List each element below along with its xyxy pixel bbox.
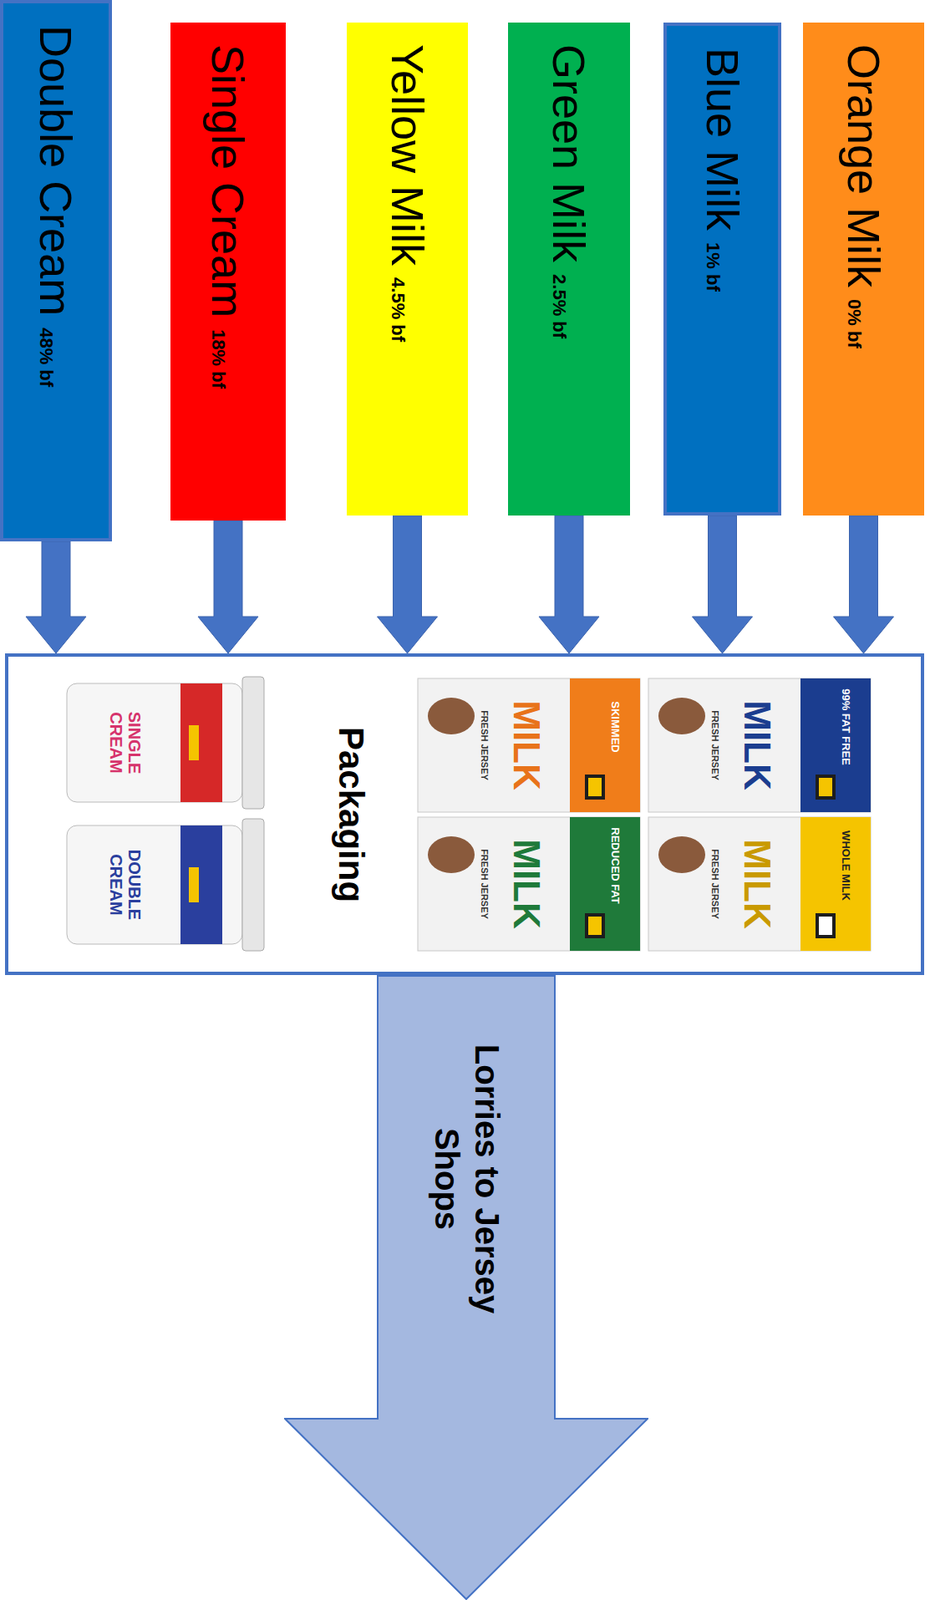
product-name: Double Cream — [30, 25, 82, 316]
delivery-label: Lorries to Jersey Shops — [426, 1036, 508, 1322]
flow-arrow — [377, 515, 438, 654]
pot-label: SINGLE CREAM — [106, 692, 144, 793]
milk-bar: Orange Milk 0% bf — [802, 22, 925, 516]
flow-arrow — [833, 515, 895, 654]
cream-pot — [66, 676, 265, 809]
carton-brand-text: MILK — [506, 838, 547, 930]
bar-text-group: Orange Milk 0% bf — [838, 44, 890, 349]
fat-content: 1% bf — [701, 242, 724, 292]
fat-content: 2.5% bf — [548, 274, 570, 339]
pot-label: DOUBLE CREAM — [106, 834, 144, 936]
bar-text-group: Single Cream 18% bf — [202, 44, 255, 389]
flow-arrow — [25, 541, 87, 654]
arrow-shape — [284, 975, 649, 1600]
bar-text-group: Blue Milk 1% bf — [696, 47, 749, 292]
arrow-outline — [284, 975, 648, 1600]
cream-bar: Double Cream 48% bf — [0, 0, 112, 542]
carton-band-text: REDUCED FAT — [609, 827, 621, 904]
product-name: Green Milk — [543, 44, 595, 263]
flow-arrow — [692, 515, 753, 654]
cream-pot — [66, 818, 265, 951]
carton-brand-text: MILK — [736, 838, 778, 930]
stage-label: Packaging — [330, 726, 372, 903]
carton-brand-text: MILK — [736, 700, 778, 791]
fat-content: 18% bf — [207, 329, 229, 389]
delivery-arrow: Lorries to Jersey Shops — [284, 975, 649, 1600]
milk-carton — [648, 817, 871, 951]
flow-arrow — [538, 515, 600, 654]
packaging-box: Packaging — [5, 653, 925, 976]
bar-text-group: Double Cream 48% bf — [30, 25, 82, 387]
milk-carton — [417, 817, 641, 951]
cream-bar: Single Cream 18% bf — [170, 22, 286, 521]
carton-small-text: FRESH JERSEY — [710, 710, 721, 781]
carton-band-text: SKIMMED — [609, 701, 621, 753]
flow-arrow — [198, 520, 259, 654]
carton-small-text: FRESH JERSEY — [479, 848, 490, 920]
carton-band-text: 99% FAT FREE — [839, 688, 852, 766]
bar-text-group: Yellow Milk 4.5% bf — [381, 44, 434, 342]
product-name: Single Cream — [202, 44, 255, 318]
carton-brand-text: MILK — [506, 700, 547, 791]
carton-small-text: FRESH JERSEY — [479, 710, 490, 781]
fat-content: 48% bf — [35, 327, 57, 387]
milk-bar: Yellow Milk 4.5% bf — [346, 22, 468, 516]
milk-carton — [648, 678, 871, 813]
product-name: Orange Milk — [838, 44, 890, 288]
product-name: Yellow Milk — [381, 44, 434, 266]
bar-text-group: Green Milk 2.5% bf — [543, 44, 595, 339]
fat-content: 0% bf — [843, 299, 865, 349]
fat-content: 4.5% bf — [386, 277, 409, 342]
milk-bar: Blue Milk 1% bf — [663, 22, 782, 516]
carton-small-text: FRESH JERSEY — [710, 848, 721, 920]
product-name: Blue Milk — [696, 47, 749, 231]
milk-carton — [417, 678, 641, 813]
milk-bar: Green Milk 2.5% bf — [508, 22, 631, 516]
carton-band-text: WHOLE MILK — [839, 830, 852, 901]
